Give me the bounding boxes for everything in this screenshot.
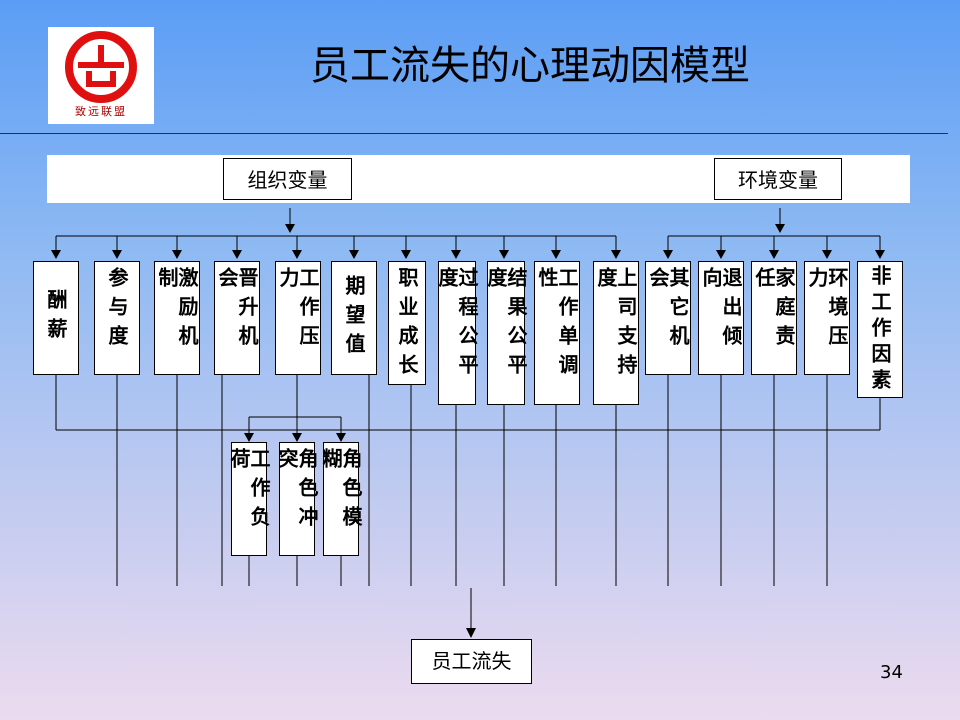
factor-non-work: 非工作因素	[857, 261, 903, 398]
factor-work-monotony: 工作单调性	[534, 261, 580, 405]
environment-variable-box: 环境变量	[714, 158, 842, 200]
factor-other-opportunity: 其它机会	[645, 261, 691, 375]
factor-quit-tendency: 退出倾向	[698, 261, 744, 375]
sub-factor-workload: 工作负荷	[227, 442, 271, 556]
logo-emblem-icon	[65, 31, 137, 103]
factor-family-duty: 家庭责任	[751, 261, 797, 375]
factor-outcome-fairness: 结果公平度	[484, 261, 528, 405]
logo: 致远联盟	[48, 27, 154, 124]
organization-variable-box: 组织变量	[223, 158, 352, 200]
factor-career-growth: 职业成长	[388, 261, 426, 385]
factor-participation: 参与度	[94, 261, 140, 375]
page-title: 员工流失的心理动因模型	[310, 43, 750, 89]
sub-factor-role-conflict: 角色冲突	[275, 442, 319, 556]
logo-caption: 致远联盟	[75, 105, 127, 118]
factor-incentive: 激励机制	[154, 261, 200, 375]
sub-factor-role-ambiguity: 角色模糊	[319, 442, 363, 556]
page-number: 34	[880, 662, 903, 683]
factor-expectation: 期望值	[331, 261, 377, 375]
result-box: 员工流失	[411, 639, 532, 684]
factor-env-pressure: 环境压力	[804, 261, 850, 375]
factor-work-pressure: 工作压力	[275, 261, 321, 375]
factor-supervisor-support: 上司支持度	[593, 261, 639, 405]
factor-process-fairness: 过程公平度	[435, 261, 479, 405]
title-divider	[0, 133, 948, 134]
factor-promotion: 晋升机会	[214, 261, 260, 375]
factor-salary: 酬薪	[33, 261, 79, 375]
